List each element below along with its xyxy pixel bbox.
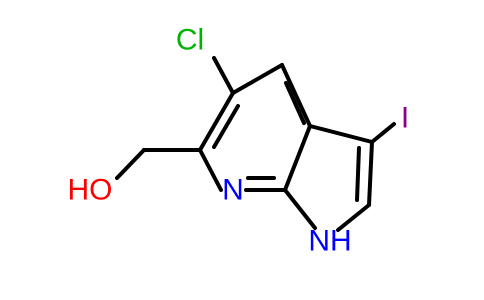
atom-label-n-pyridine: N [222, 174, 244, 207]
atom-label-cl: Cl [176, 24, 204, 57]
atom-label-oh: HO [68, 174, 113, 207]
bond-c4-c3a-inner [284, 81, 306, 125]
bond-c5-cl [212, 56, 235, 95]
atom-label-nh: NH [308, 225, 351, 258]
bond-c2-n1 [336, 203, 371, 232]
bond-c3a-c7a [283, 124, 312, 192]
bond-c3a-c3 [308, 124, 374, 144]
atom-label-i: I [401, 102, 409, 135]
bond-c5-c4 [231, 63, 284, 95]
bond-n1-c7a [283, 188, 317, 230]
bond-ch2-o [115, 148, 146, 180]
bond-c3-i [370, 122, 396, 144]
bond-c4-c3a [280, 63, 312, 128]
bond-c3-c2-inner [355, 146, 361, 202]
bond-c6-c5 [198, 91, 235, 152]
bond-n7-c6 [198, 148, 223, 192]
bond-c6-c5-inner [212, 104, 240, 149]
bond-c3-c2 [367, 140, 374, 207]
